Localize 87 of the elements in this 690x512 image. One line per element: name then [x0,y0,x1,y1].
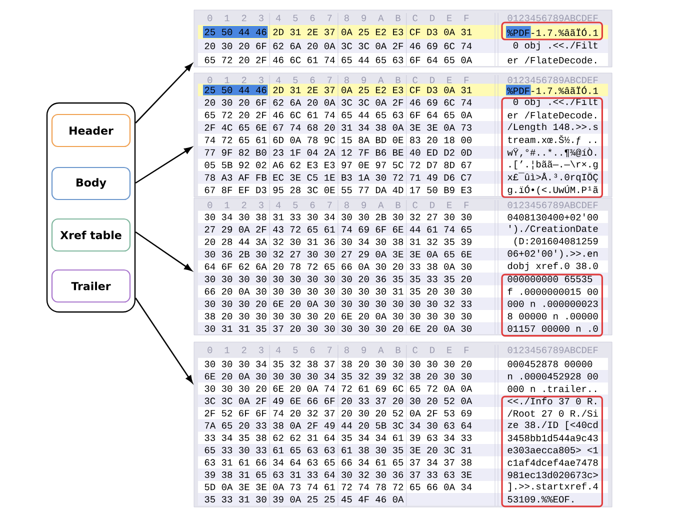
hex-row: 78 A3 AF FB EC 3E C5 1E B3 1A 30 72 71 49 D6 C7 [204,174,472,181]
arrow [135,146,192,184]
hex-row: 7A 65 20 33 38 0A 2F 49 44 20 5B 3C 34 30 63 64 [204,422,472,429]
ascii-row: 981ec13d020673c> [508,471,598,478]
ascii-row: 000452878 00000 [508,360,592,368]
ascii-row: n .0000452928 00 [508,373,598,380]
hex-row: 74 72 65 61 6D 0A 78 9C 15 8A BD 0E 83 20 18 00 [204,136,472,144]
ascii-row: dobj xref.0 38.0 [508,262,598,272]
hex-row: 3C 3C 0A 2F 49 6E 66 6F 20 33 37 20 30 20 52 0A [204,398,472,404]
arrow [135,231,192,272]
hex-row: 30 36 2B 30 32 27 30 30 27 29 0A 3E 3E 0A 65 6E [204,250,472,258]
column-header: 0123456789ABCDEF [508,202,598,208]
ascii-row: 000 n .trailer.. [508,385,596,392]
ascii-row: 0408130400+02'00 [508,214,598,220]
ascii-row: ze 38./ID [<40cd [508,421,598,430]
hex-row: 20 30 20 6F 62 6A 20 0A 3C 3C 0A 2F 46 69 6C 74 [204,99,472,106]
section-box: Xref table [51,218,131,252]
ascii-row: 0 obj .<<./Filt [514,42,598,50]
hex-row: 30 30 30 34 35 32 38 37 38 20 30 30 30 30 30 20 [204,360,472,368]
hex-row: 05 5B 92 02 A6 62 E3 E3 97 0E 97 5C 72 D7 8D 67 [204,162,472,168]
hex-row: 35 33 31 30 39 0A 25 25 45 4F 46 0A [204,496,404,503]
ascii-row: er /FlateDecode. [508,56,596,64]
column-header: 0 1 2 3 4 5 6 7 8 9 A B C D E F [208,76,469,84]
ascii-row: x£¯ûì>Å.³.0rqIÖÇ [508,172,598,182]
hex-row: 20 28 44 3A 32 30 31 36 30 34 30 38 31 32 35 39 [204,238,472,246]
column-header: 0 1 2 3 4 5 6 7 8 9 A B C D E F [208,14,469,22]
hex-row: 77 9F 82 B0 23 1F 04 2A 12 7F B6 BE 40 ED D2 0D [204,149,472,156]
hex-row: 25 50 44 46 2D 31 2E 37 0A 25 E2 E3 CF D3 0A 31 [204,28,472,36]
column-header: 0123456789ABCDEF [508,76,598,84]
hex-row: 65 72 20 2F 46 6C 61 74 65 44 65 63 6F 64 65 0A [204,112,472,118]
hex-row: 65 33 30 33 61 65 63 63 61 38 30 35 3E 20 3C 31 [204,446,472,454]
ascii-row: er /FlateDecode. [508,112,596,118]
hex-row: 20 30 20 6F 62 6A 20 0A 3C 3C 0A 2F 46 69 6C 74 [204,42,472,50]
ascii-row: /Root 27 0 R./Si [508,410,598,417]
ascii-row: g.ïÓ•(<.UwÚM.P¹ã [508,185,598,195]
section-box: Header [51,114,131,148]
hex-dump-panel [194,342,612,508]
hex-row: 63 31 61 66 34 64 63 65 66 34 61 65 37 34 37 38 [204,459,472,466]
ascii-row: 06+02'00').>>.en [508,250,598,259]
ascii-row: .[’.¦bãã—.—\r×.g [510,160,598,170]
column-header: 0 1 2 3 4 5 6 7 8 9 A B C D E F [208,202,469,208]
ascii-row: e303aecca805> <1 [508,446,598,454]
arrow [135,63,192,124]
hex-row: 2F 4C 65 6E 67 74 68 20 31 34 38 0A 3E 3E 0A 73 [204,124,472,131]
ascii-row: <<./Info 37 0 R. [508,397,596,404]
ascii-row: 3458bb1d544a9c43 [508,434,598,442]
ascii-row: (D:201604081259 [514,237,598,246]
ascii-row: wŸ‚°#..*..¶¾@íÒ. [507,148,596,158]
outer-box [46,102,136,313]
hex-row: 30 31 31 35 37 20 30 30 30 30 30 20 6E 20 0A 30 [204,325,472,332]
section-box: Body [51,166,131,200]
hex-row: 2F 52 6F 6F 74 20 32 37 20 30 20 52 0A 2F 53 69 [204,410,472,416]
hex-row: 67 8F EF D3 95 28 3C 0E 55 77 DA 4D 17 50 B9 E3 [204,186,472,194]
hex-row: 64 6F 62 6A 20 78 72 65 66 0A 30 20 33 38 0A 30 [204,263,472,270]
ascii-row: 01157 00000 n .0 [508,325,598,332]
column-header: 0123456789ABCDEF [508,346,598,354]
hex-row: 25 50 44 46 2D 31 2E 37 0A 25 E2 E3 CF D3 0A 31 [204,86,472,94]
ascii-row: ].>>.startxref.4 [508,482,598,492]
hex-row: 30 34 30 38 31 33 30 34 30 30 2B 30 32 27 30 30 [204,214,472,220]
hex-row: 30 30 30 30 30 30 30 30 30 20 36 35 35 33 35 20 [204,276,472,282]
ascii-row: /Length 148.>>.s [508,123,598,132]
ascii-row: 53109.%%EOF. [508,496,574,503]
hex-dump-panel [194,10,612,68]
ascii-row: f .0000000015 00 [508,288,598,295]
section-box: Trailer [51,269,131,303]
hex-row: 33 34 35 38 62 62 31 64 35 34 34 61 39 63 34 33 [204,434,472,442]
column-header: 0 1 2 3 4 5 6 7 8 9 A B C D E F [208,346,469,354]
column-header: 0123456789ABCDEF [508,14,598,22]
ascii-row: ')./CreationDate [510,224,598,234]
hex-row: 39 38 31 65 63 31 33 64 30 32 30 36 37 33 63 3E [204,471,472,478]
hex-row: 30 30 30 20 6E 20 0A 30 30 30 30 30 30 30 32 33 [204,300,472,308]
hex-row: 65 72 20 2F 46 6C 61 74 65 44 65 63 6F 64 65 0A [204,56,472,64]
hex-row: 30 30 30 20 6E 20 0A 74 72 61 69 6C 65 72 0A 0A [204,385,472,392]
ascii-row: 0 obj .<<./Filt [514,98,598,107]
ascii-row: 000 n .000000023 [508,300,598,308]
hex-row: 66 20 0A 30 30 30 30 30 30 30 30 31 35 20 30 30 [204,288,472,295]
hex-row: 27 29 0A 2F 43 72 65 61 74 69 6F 6E 44 61 74 65 [204,226,472,233]
ascii-row: c1af4dcef4ae7478 [508,458,598,466]
ascii-row: 000000000 65535 [508,276,592,282]
hex-row: 38 20 30 30 30 30 30 20 6E 20 0A 30 30 30 30 30 [204,312,472,320]
hex-dump-panel [194,198,612,336]
arrow [135,298,193,384]
ascii-row: 8 00000 n .00000 [508,312,598,320]
hex-row: 5D 0A 3E 3E 0A 73 74 61 72 74 78 72 65 66 0A 34 [204,484,472,490]
hex-dump-panel [194,72,612,198]
ascii-row: tream.xœ.Š½.ƒ .. [508,135,596,145]
hex-row: 6E 20 0A 30 30 30 30 34 35 32 39 32 38 20 30 30 [204,373,472,380]
